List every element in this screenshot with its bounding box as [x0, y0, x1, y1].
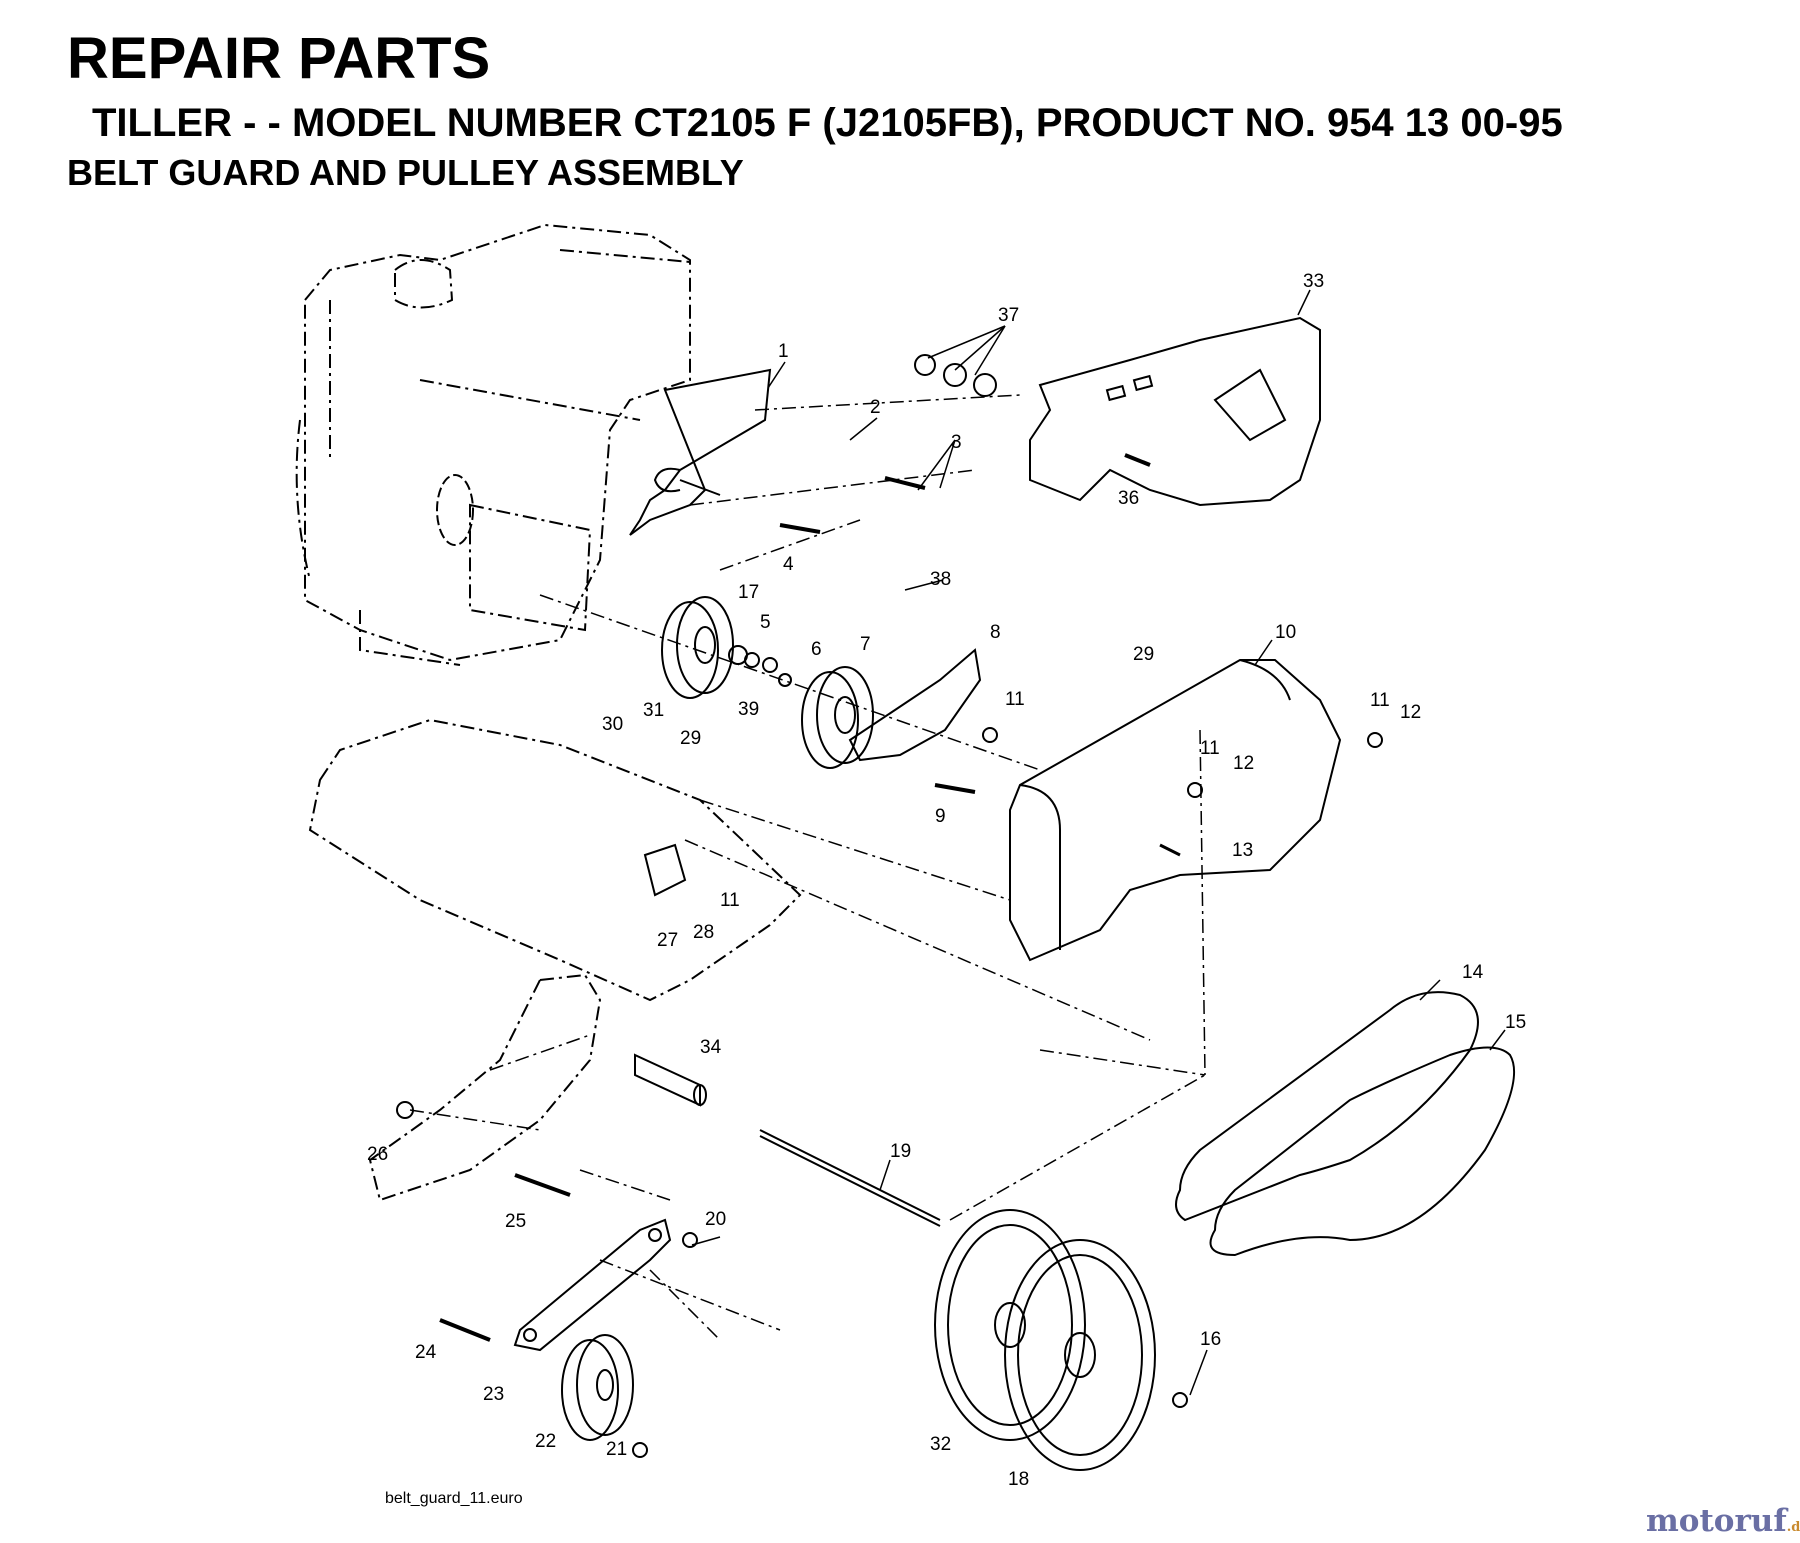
- callout-11b: 11: [1200, 738, 1220, 759]
- assembly-lines: [409, 394, 1206, 1341]
- callout-15: 15: [1505, 1012, 1526, 1033]
- pulley-part-22: [561, 1334, 634, 1441]
- pulley-part-32: [934, 1209, 1086, 1441]
- callout-38: 38: [930, 569, 951, 590]
- callout-36: 36: [1118, 488, 1139, 509]
- engine-drawing: [295, 223, 691, 666]
- belt-part-14: [1175, 991, 1479, 1222]
- callout-2: 2: [870, 397, 881, 418]
- belt-guard-part-10: [1009, 659, 1342, 962]
- page-title: REPAIR PARTS: [67, 26, 491, 91]
- idler-plate-part-23: [513, 1218, 672, 1352]
- fasteners: [396, 354, 1383, 1458]
- file-reference: belt_guard_11.euro: [385, 1490, 523, 1507]
- callout-3: 3: [951, 432, 962, 453]
- callout-28: 28: [693, 922, 714, 943]
- callout-32: 32: [930, 1434, 951, 1455]
- callout-39: 39: [738, 699, 759, 720]
- callout-17: 17: [738, 582, 759, 603]
- callout-12b: 12: [1233, 753, 1254, 774]
- callout-26: 26: [367, 1144, 388, 1165]
- belt-part-15: [1209, 1046, 1516, 1257]
- callout-29b: 29: [680, 728, 701, 749]
- callout-11c: 11: [1370, 690, 1390, 711]
- callout-6: 6: [811, 639, 822, 660]
- section-title: BELT GUARD AND PULLEY ASSEMBLY: [67, 152, 744, 193]
- callout-22: 22: [535, 1431, 556, 1452]
- callout-4: 4: [783, 554, 794, 575]
- watermark-tld: .de: [1786, 1520, 1800, 1535]
- callout-23: 23: [483, 1384, 504, 1405]
- model-line: TILLER - - MODEL NUMBER CT2105 F (J2105F…: [92, 101, 1563, 145]
- callout-16: 16: [1200, 1329, 1221, 1350]
- callout-7: 7: [860, 634, 871, 655]
- bracket-part-1: [629, 368, 772, 536]
- callout-13: 13: [1232, 840, 1253, 861]
- belt-guard-part-33: [1029, 316, 1321, 507]
- callout-30: 30: [602, 714, 623, 735]
- pulley-part-31: [661, 596, 734, 699]
- callout-11a: 11: [1005, 689, 1025, 710]
- callout-11d: 11: [720, 890, 740, 911]
- pulley-part-7: [801, 666, 874, 769]
- shaft-part-19: [759, 1129, 941, 1221]
- callout-29a: 29: [1133, 644, 1154, 665]
- watermark-text: motoruf: [1646, 1503, 1787, 1539]
- callout-labels: 1 2 3 4 5 6 7 8 9 10 11 11 11 11 12 12 1…: [367, 271, 1526, 1490]
- idler-arm-part-8: [848, 648, 982, 762]
- frame: [368, 973, 602, 1202]
- tine-shield: [308, 718, 802, 1002]
- pulley-part-18: [1004, 1239, 1156, 1471]
- callout-1: 1: [778, 341, 789, 362]
- callout-5: 5: [760, 612, 771, 633]
- callout-18: 18: [1008, 1469, 1029, 1490]
- callout-25: 25: [505, 1211, 526, 1232]
- callout-9: 9: [935, 806, 946, 827]
- callout-20: 20: [705, 1209, 726, 1230]
- callout-24: 24: [415, 1342, 437, 1363]
- callout-14: 14: [1462, 962, 1484, 983]
- callout-33: 33: [1303, 271, 1324, 292]
- callout-8: 8: [990, 622, 1001, 643]
- callout-34: 34: [700, 1037, 722, 1058]
- callout-21: 21: [606, 1439, 627, 1460]
- spacer-part-34: [634, 1053, 701, 1107]
- watermark-logo: motoruf.de: [1646, 1503, 1800, 1539]
- callout-19: 19: [890, 1141, 911, 1162]
- callout-31: 31: [643, 700, 664, 721]
- callout-10: 10: [1275, 622, 1296, 643]
- callout-12a: 12: [1400, 702, 1421, 723]
- callout-37: 37: [998, 305, 1019, 326]
- callout-27: 27: [657, 930, 678, 951]
- leader-lines: [691, 289, 1506, 1396]
